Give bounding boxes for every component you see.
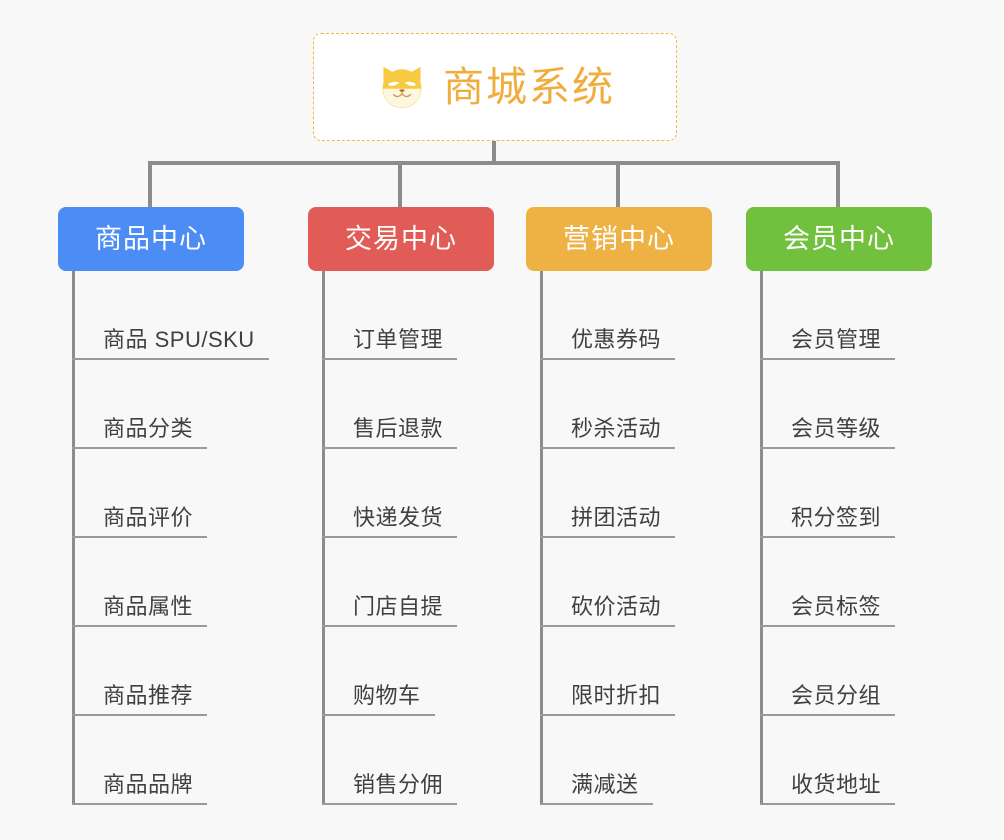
list-item[interactable]: 拼团活动 (526, 449, 712, 538)
list-item[interactable]: 快递发货 (308, 449, 494, 538)
leaf-list-trade: 订单管理 售后退款 快递发货 门店自提 购物车 销售分佣 (308, 271, 494, 805)
list-item[interactable]: 商品分类 (58, 360, 244, 449)
leaf-spine (760, 271, 763, 805)
connector-drop-4 (836, 161, 840, 207)
shiba-dog-face-icon (382, 66, 422, 109)
leaf-label: 门店自提 (322, 594, 458, 627)
list-item[interactable]: 满减送 (526, 716, 712, 805)
list-item[interactable]: 优惠券码 (526, 271, 712, 360)
list-item[interactable]: 限时折扣 (526, 627, 712, 716)
list-item[interactable]: 销售分佣 (308, 716, 494, 805)
branch-column-product: 商品中心 商品 SPU/SKU 商品分类 商品评价 商品属性 商品推荐 商品品牌 (58, 207, 269, 805)
connector-drop-2 (398, 161, 402, 207)
list-item[interactable]: 秒杀活动 (526, 360, 712, 449)
leaf-spine (72, 271, 75, 805)
list-item[interactable]: 订单管理 (308, 271, 494, 360)
leaf-label: 会员标签 (760, 594, 896, 627)
leaf-list-product: 商品 SPU/SKU 商品分类 商品评价 商品属性 商品推荐 商品品牌 (58, 271, 269, 805)
connector-trunk-bar (148, 161, 840, 165)
leaf-label: 优惠券码 (540, 327, 676, 360)
branch-column-marketing: 营销中心 优惠券码 秒杀活动 拼团活动 砍价活动 限时折扣 满减送 (526, 207, 712, 805)
leaf-label: 满减送 (540, 772, 653, 805)
list-item[interactable]: 商品品牌 (58, 716, 244, 805)
list-item[interactable]: 收货地址 (746, 716, 932, 805)
list-item[interactable]: 门店自提 (308, 538, 494, 627)
list-item[interactable]: 商品推荐 (58, 627, 244, 716)
list-item[interactable]: 积分签到 (746, 449, 932, 538)
leaf-label: 会员分组 (760, 683, 896, 716)
list-item[interactable]: 商品属性 (58, 538, 244, 627)
leaf-spine (322, 271, 325, 805)
connector-drop-1 (148, 161, 152, 207)
root-title: 商城系统 (443, 63, 615, 110)
category-label: 商品中心 (95, 223, 207, 254)
leaf-label: 售后退款 (322, 416, 458, 449)
list-item[interactable]: 砍价活动 (526, 538, 712, 627)
leaf-label: 会员管理 (760, 327, 896, 360)
list-item[interactable]: 会员标签 (746, 538, 932, 627)
list-item[interactable]: 会员等级 (746, 360, 932, 449)
leaf-spine (540, 271, 543, 805)
list-item[interactable]: 会员管理 (746, 271, 932, 360)
list-item[interactable]: 商品评价 (58, 449, 244, 538)
list-item[interactable]: 会员分组 (746, 627, 932, 716)
leaf-label: 商品 SPU/SKU (72, 327, 269, 360)
list-item[interactable]: 商品 SPU/SKU (58, 271, 269, 360)
leaf-list-member: 会员管理 会员等级 积分签到 会员标签 会员分组 收货地址 (746, 271, 932, 805)
leaf-label: 商品品牌 (72, 772, 208, 805)
leaf-label: 收货地址 (760, 772, 896, 805)
category-box-marketing[interactable]: 营销中心 (526, 207, 712, 271)
connector-root-stem (492, 141, 496, 165)
leaf-label: 限时折扣 (540, 683, 676, 716)
leaf-label: 快递发货 (322, 505, 458, 538)
category-box-member[interactable]: 会员中心 (746, 207, 932, 271)
category-label: 营销中心 (563, 223, 675, 254)
leaf-label: 会员等级 (760, 416, 896, 449)
category-label: 交易中心 (345, 223, 457, 254)
leaf-label: 秒杀活动 (540, 416, 676, 449)
category-box-trade[interactable]: 交易中心 (308, 207, 494, 271)
branch-column-trade: 交易中心 订单管理 售后退款 快递发货 门店自提 购物车 销售分佣 (308, 207, 494, 805)
leaf-list-marketing: 优惠券码 秒杀活动 拼团活动 砍价活动 限时折扣 满减送 (526, 271, 712, 805)
category-box-product[interactable]: 商品中心 (58, 207, 244, 271)
leaf-label: 拼团活动 (540, 505, 676, 538)
list-item[interactable]: 售后退款 (308, 360, 494, 449)
category-label: 会员中心 (783, 223, 895, 254)
leaf-label: 订单管理 (322, 327, 458, 360)
leaf-label: 商品评价 (72, 505, 208, 538)
leaf-label: 商品属性 (72, 594, 208, 627)
leaf-label: 积分签到 (760, 505, 896, 538)
leaf-label: 砍价活动 (540, 594, 676, 627)
leaf-label: 销售分佣 (322, 772, 458, 805)
list-item[interactable]: 购物车 (308, 627, 494, 716)
leaf-label: 商品分类 (72, 416, 208, 449)
connector-drop-3 (616, 161, 620, 207)
leaf-label: 商品推荐 (72, 683, 208, 716)
branch-column-member: 会员中心 会员管理 会员等级 积分签到 会员标签 会员分组 收货地址 (746, 207, 932, 805)
leaf-label: 购物车 (322, 683, 435, 716)
root-node[interactable]: 商城系统 (313, 33, 677, 141)
